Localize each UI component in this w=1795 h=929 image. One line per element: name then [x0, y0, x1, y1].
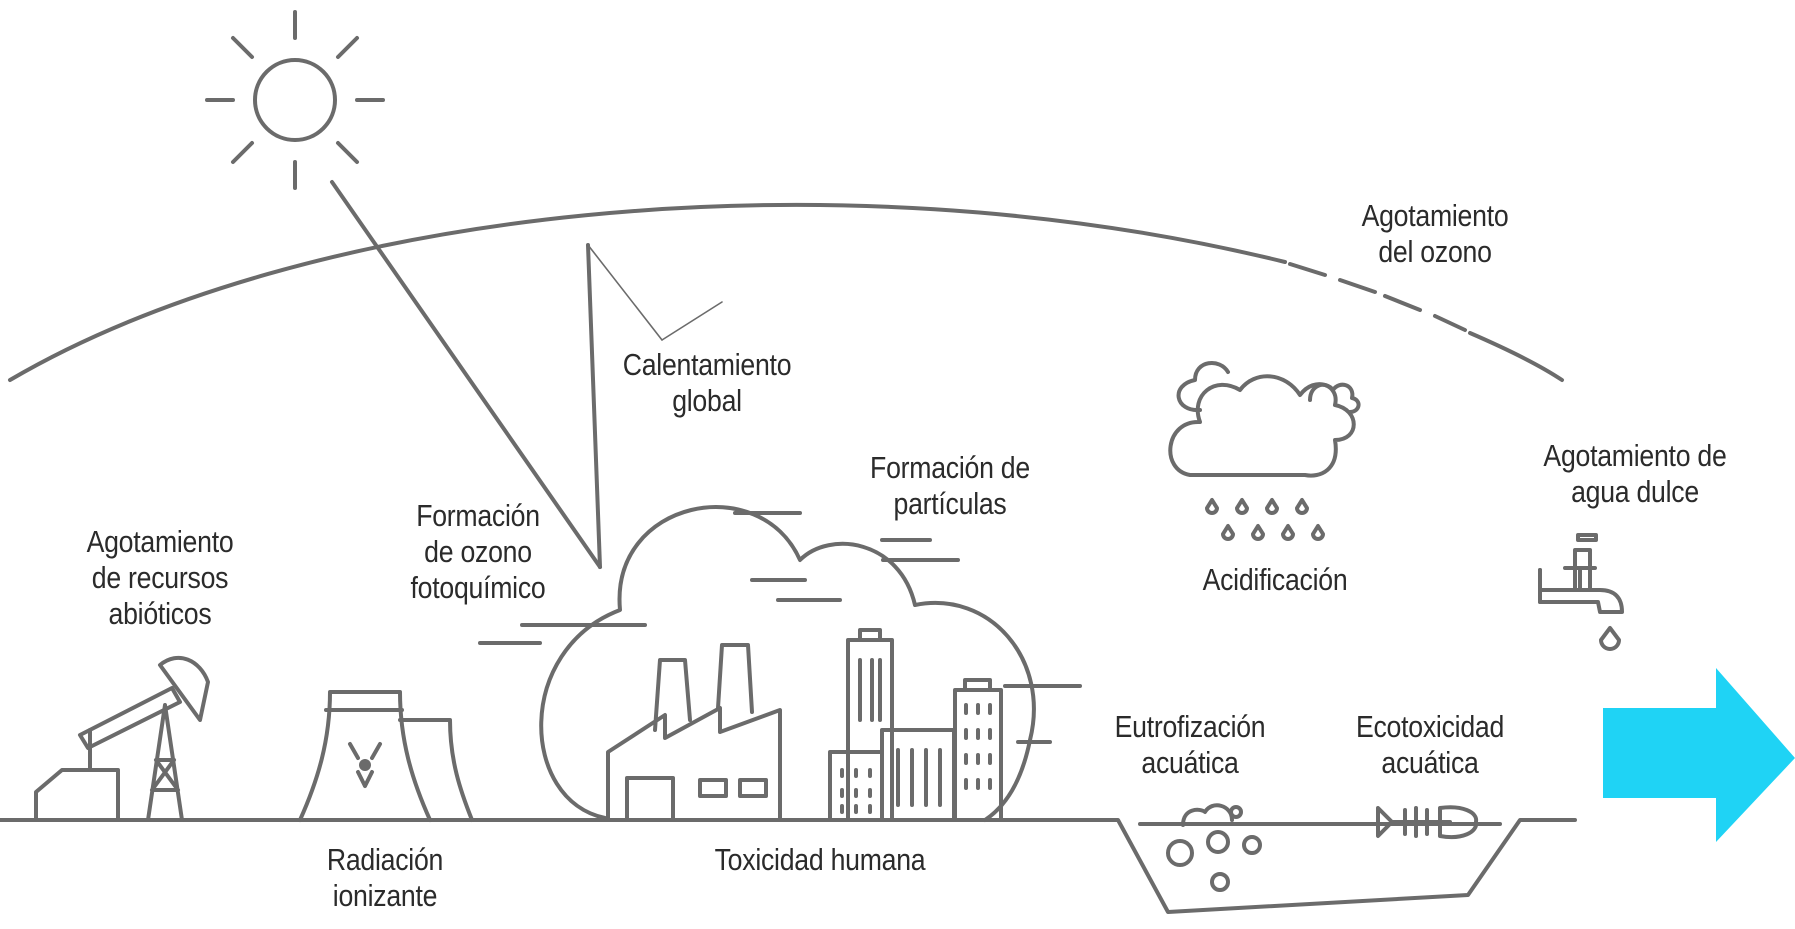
atmosphere-arc: [8, 202, 1287, 382]
smog-cloud: [539, 505, 1036, 822]
label-acidification: Acidificación: [1202, 562, 1348, 597]
rain-cloud-icon: [1168, 361, 1361, 541]
sun-ray: [330, 180, 723, 569]
oil-pump-icon: [34, 655, 210, 822]
algae-icon: [1166, 803, 1262, 892]
atmosphere-arc-dashed: [1288, 262, 1564, 382]
next-arrow-icon[interactable]: [1603, 668, 1795, 842]
fish-skeleton-icon: [1376, 805, 1479, 839]
cooling-tower-icon: [298, 690, 474, 822]
label-human-toxicity: Toxicidad humana: [714, 842, 926, 877]
rain-drops: [1205, 498, 1325, 541]
factory-icon: [606, 643, 782, 822]
sun-icon: [205, 10, 385, 190]
smog-lines: [478, 511, 1082, 744]
water-tap-icon: [1538, 533, 1624, 651]
city-buildings-icon: [828, 628, 1003, 822]
